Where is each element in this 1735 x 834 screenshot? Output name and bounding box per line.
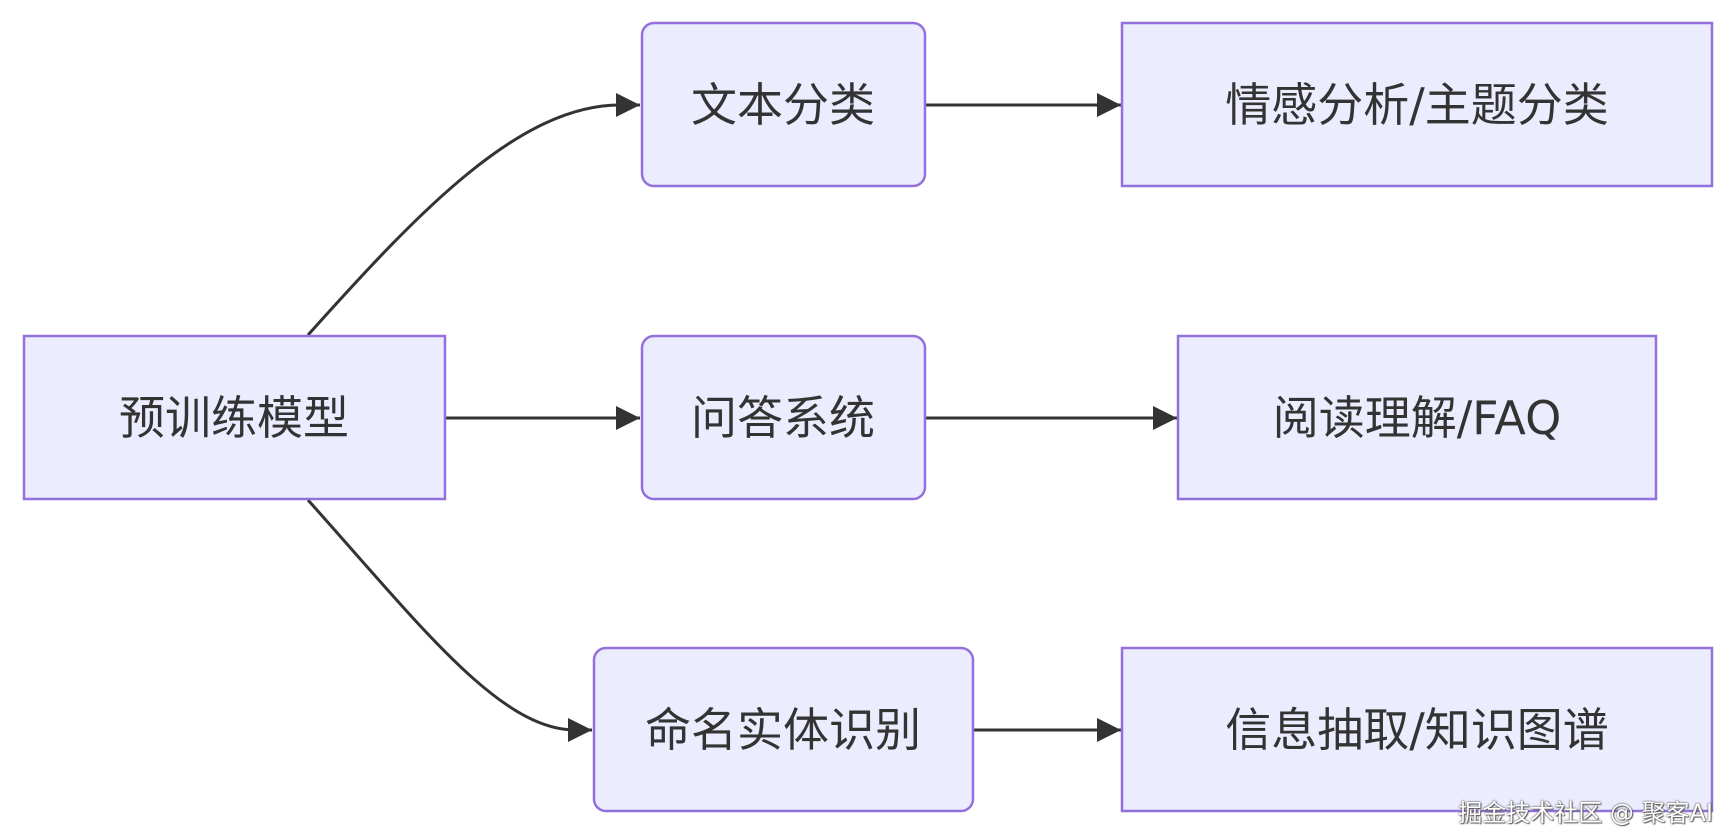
node-text-classification: 文本分类 bbox=[640, 21, 927, 188]
watermark: 掘金技术社区 @ 聚客AI bbox=[1458, 799, 1713, 827]
node-qa-system: 问答系统 bbox=[640, 334, 927, 501]
node-pretrained-model-label: 预训练模型 bbox=[119, 391, 349, 445]
edge-pretrained-to-text-classification bbox=[306, 93, 640, 337]
edges bbox=[306, 93, 1177, 742]
edge-pretrained-to-ner bbox=[306, 498, 592, 742]
node-reading-faq-label: 阅读理解/FAQ bbox=[1273, 391, 1562, 445]
node-pretrained-model: 预训练模型 bbox=[22, 334, 447, 501]
node-sentiment-topic: 情感分析/主题分类 bbox=[1120, 21, 1714, 188]
node-ie-kg-label: 信息抽取/知识图谱 bbox=[1225, 703, 1609, 757]
node-sentiment-topic-label: 情感分析/主题分类 bbox=[1225, 78, 1609, 132]
node-reading-faq: 阅读理解/FAQ bbox=[1176, 334, 1658, 501]
node-ie-kg: 信息抽取/知识图谱 bbox=[1120, 646, 1714, 813]
node-qa-system-label: 问答系统 bbox=[691, 391, 875, 445]
node-text-classification-label: 文本分类 bbox=[691, 78, 875, 132]
node-ner: 命名实体识别 bbox=[592, 646, 975, 813]
node-ner-label: 命名实体识别 bbox=[645, 703, 921, 757]
